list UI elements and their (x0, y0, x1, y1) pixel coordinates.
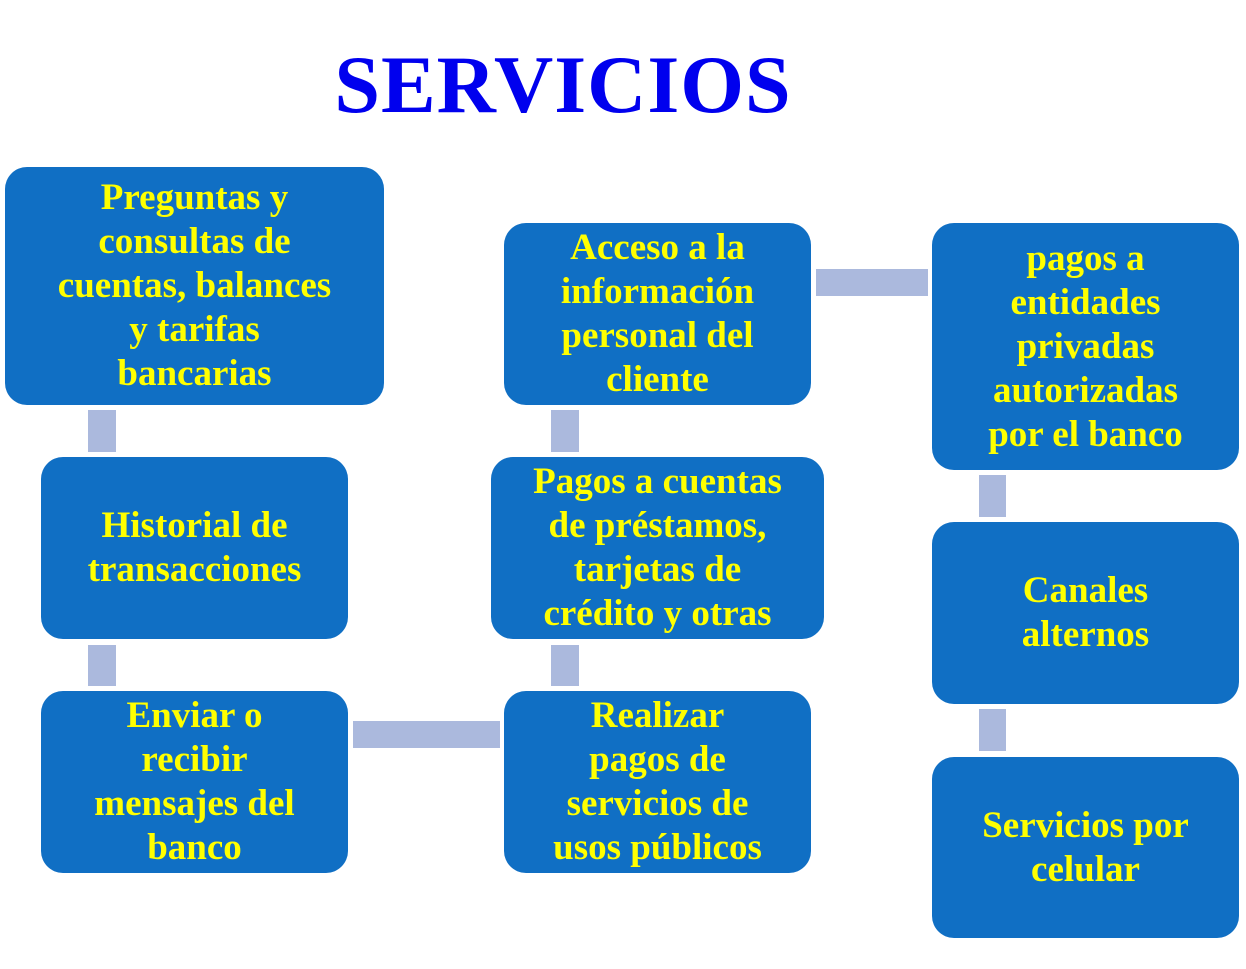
box-mensajes: Enviar o recibir mensajes del banco (41, 691, 348, 873)
box-pagos-servicios: Realizar pagos de servicios de usos públ… (504, 691, 811, 873)
box-pagos-entidades: pagos a entidades privadas autorizadas p… (932, 223, 1239, 470)
box-label: Enviar o recibir mensajes del banco (94, 695, 295, 868)
box-celular: Servicios por celular (932, 757, 1239, 938)
box-label: Canales alternos (1021, 570, 1150, 655)
connector (816, 269, 928, 296)
box-pagos-cuentas: Pagos a cuentas de préstamos, tarjetas d… (491, 457, 824, 639)
connector (551, 645, 579, 686)
box-label: pagos a entidades privadas autorizadas p… (988, 237, 1183, 455)
box-label: Pagos a cuentas de préstamos, tarjetas d… (533, 461, 782, 634)
diagram-title: SERVICIOS (334, 39, 792, 130)
connector (88, 645, 116, 686)
box-label: Realizar pagos de servicios de usos públ… (553, 695, 762, 868)
connector (551, 410, 579, 452)
box-label: Servicios por celular (982, 804, 1189, 890)
connector (979, 709, 1006, 751)
box-label: Historial de transacciones (87, 505, 302, 590)
box-acceso: Acceso a la información personal del cli… (504, 223, 811, 405)
connector (353, 721, 500, 748)
connector (88, 410, 116, 452)
box-historial: Historial de transacciones (41, 457, 348, 639)
box-canales: Canales alternos (932, 522, 1239, 704)
box-label: Preguntas y consultas de cuentas, balanc… (57, 177, 332, 394)
box-label: Acceso a la información personal del cli… (560, 227, 755, 400)
box-preguntas: Preguntas y consultas de cuentas, balanc… (5, 167, 384, 405)
connector (979, 475, 1006, 517)
